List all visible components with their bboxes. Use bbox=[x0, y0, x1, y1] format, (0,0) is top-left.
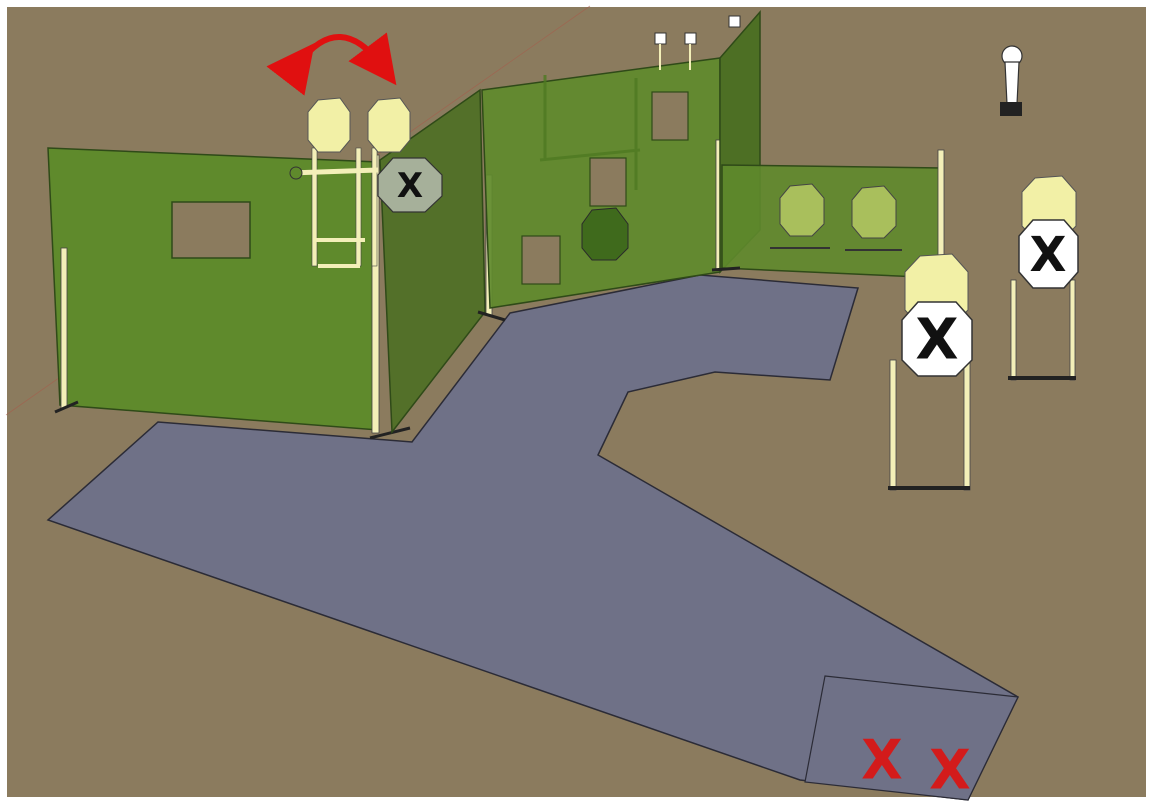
window-port-center-low bbox=[522, 236, 560, 284]
window-port-center-upper bbox=[652, 92, 688, 140]
window-port-center-mid bbox=[590, 158, 626, 206]
steel-target bbox=[780, 184, 824, 236]
center-wall bbox=[482, 58, 722, 308]
steel-target-behind-wall bbox=[582, 208, 628, 260]
wall-post bbox=[61, 248, 67, 408]
start-position-mark: X bbox=[929, 739, 971, 802]
wall-foot bbox=[712, 268, 740, 270]
no-shoot-mark: X bbox=[915, 308, 958, 373]
window-port-left bbox=[172, 202, 250, 258]
no-shoot-target-rear: X bbox=[1019, 220, 1078, 288]
no-shoot-mark: X bbox=[1029, 227, 1066, 283]
no-shoot-target-swinger: X bbox=[378, 158, 442, 212]
start-position-mark: X bbox=[861, 729, 903, 792]
right-wall bbox=[712, 150, 944, 278]
no-shoot-target-front: X bbox=[902, 302, 972, 376]
steel-target bbox=[852, 186, 896, 238]
steel-target bbox=[308, 98, 350, 152]
no-shoot-mark: X bbox=[397, 166, 423, 206]
steel-target bbox=[368, 98, 410, 152]
